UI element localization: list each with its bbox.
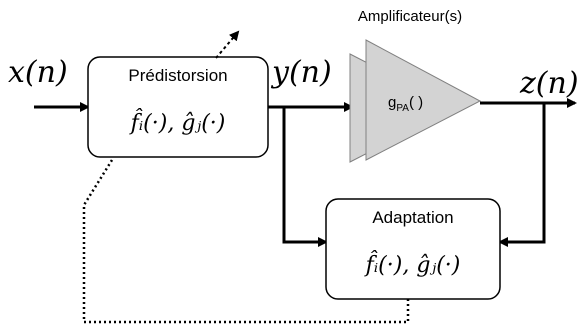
adaptation-title: Adaptation bbox=[372, 208, 453, 227]
amplifier-label: gPA( ) bbox=[388, 94, 423, 114]
predistorsion-title: Prédistorsion bbox=[128, 66, 227, 85]
parameter-update-path bbox=[82, 159, 410, 324]
feedback-z-arrow bbox=[498, 103, 546, 247]
adaptation-control-arrow bbox=[215, 30, 240, 59]
feedback-y-arrow bbox=[282, 107, 328, 247]
amplifier-block: gPA( ) bbox=[349, 39, 482, 163]
output-signal-label: z(n) bbox=[519, 66, 579, 101]
adaptation-box bbox=[325, 198, 501, 300]
predistorted-signal-label: y(n) bbox=[270, 55, 332, 90]
predistorsion-block: Prédistorsion f̂ᵢ(·), ĝⱼ(·) bbox=[87, 56, 269, 158]
amplifier-front-triangle bbox=[365, 39, 482, 161]
predistorsion-function: f̂ᵢ(·), ĝⱼ(·) bbox=[129, 109, 226, 136]
adaptation-function: f̂ᵢ(·), ĝⱼ(·) bbox=[364, 251, 461, 278]
adaptation-block: Adaptation f̂ᵢ(·), ĝⱼ(·) bbox=[325, 198, 501, 300]
input-signal-label: x(n) bbox=[8, 55, 68, 90]
amplifier-caption: Amplificateur(s) bbox=[358, 8, 462, 25]
